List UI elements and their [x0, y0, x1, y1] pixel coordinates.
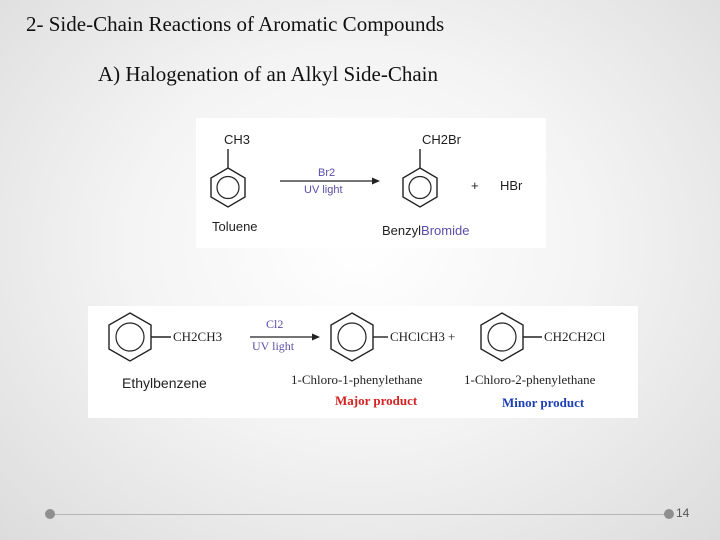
- product2-ring: [480, 312, 542, 362]
- reaction1-plus: +: [471, 178, 479, 193]
- benzyl-bromide-ring: [402, 149, 438, 208]
- reaction1-reagent: Br2: [318, 167, 335, 179]
- toluene-name: Toluene: [212, 219, 258, 234]
- footer-left-dot: [45, 509, 55, 519]
- reaction2-plus: +: [448, 329, 455, 344]
- reaction2-arrowhead: [312, 333, 320, 341]
- ethylbenzene-name: Ethylbenzene: [122, 375, 207, 391]
- product1-ring: [330, 312, 388, 362]
- reaction2-reagent: Cl2: [266, 317, 283, 331]
- ethylbenzene-ring: [108, 312, 171, 362]
- product1-name: 1-Chloro-1-phenylethane: [291, 372, 423, 387]
- footer-right-dot: [664, 509, 674, 519]
- benzyl-bromide-name-part2: Bromide: [421, 223, 469, 238]
- product2-substituent: CH2CH2Cl: [544, 329, 606, 344]
- reaction-ethylbenzene-scheme: CH2CH3 Ethylbenzene Cl2 UV light CHClCH3…: [108, 312, 606, 410]
- product1-substituent: CHClCH3: [390, 329, 445, 344]
- reaction2-condition: UV light: [252, 339, 295, 353]
- reaction-ethylbenzene-panel: CH2CH3 Ethylbenzene Cl2 UV light CHClCH3…: [88, 306, 638, 418]
- benzyl-bromide-name: BenzylBromide: [382, 223, 469, 238]
- slide-subtitle: A) Halogenation of an Alkyl Side-Chain: [98, 62, 439, 86]
- toluene-substituent: CH3: [224, 132, 250, 147]
- reaction-toluene-panel: CH3 Toluene Br2 UV light CH2Br + HBr Ben…: [196, 118, 546, 248]
- toluene-ring: [210, 149, 246, 208]
- reaction-toluene-scheme: CH3 Toluene Br2 UV light CH2Br + HBr Ben…: [210, 132, 523, 238]
- benzyl-bromide-substituent: CH2Br: [422, 132, 462, 147]
- footer-rule: [55, 514, 665, 515]
- reaction1-condition: UV light: [304, 184, 343, 196]
- slide-title: 2- Side-Chain Reactions of Aromatic Comp…: [26, 12, 445, 36]
- ethylbenzene-substituent: CH2CH3: [173, 329, 222, 344]
- hbr-byproduct: HBr: [500, 178, 523, 193]
- benzyl-bromide-name-part1: Benzyl: [382, 223, 421, 238]
- reaction1-arrowhead: [372, 177, 380, 185]
- minor-product-label: Minor product: [502, 395, 585, 410]
- major-product-label: Major product: [335, 393, 418, 408]
- page-number: 14: [676, 506, 690, 520]
- product2-name: 1-Chloro-2-phenylethane: [464, 372, 596, 387]
